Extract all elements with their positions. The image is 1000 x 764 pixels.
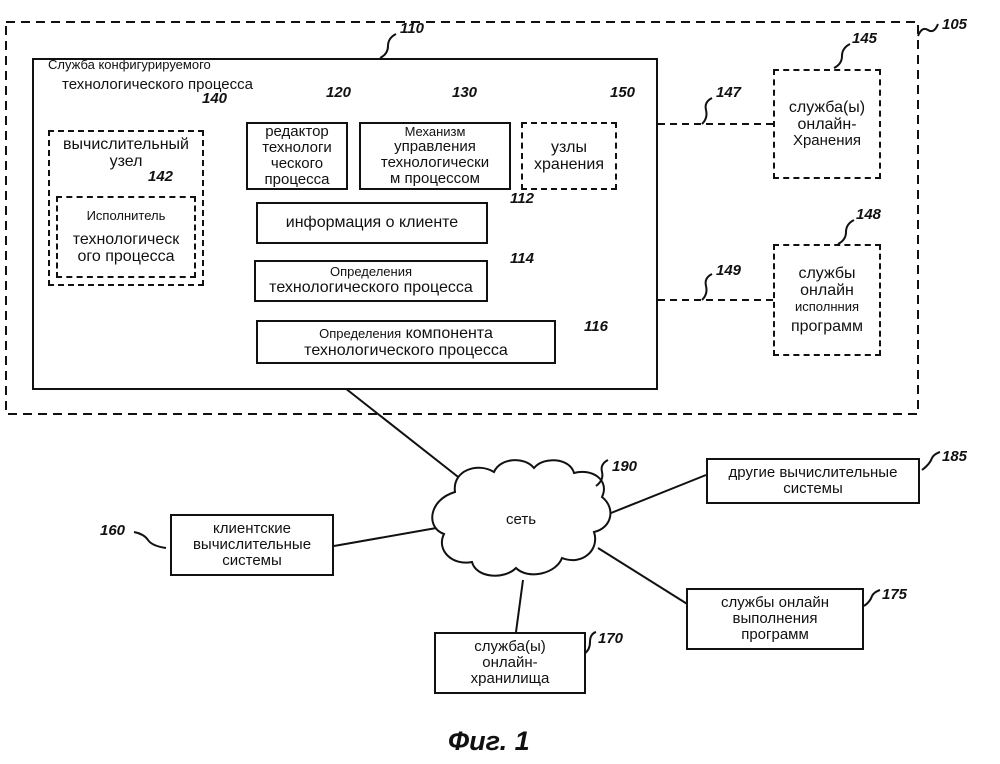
editor-line4: процесса <box>265 172 330 188</box>
online-exec-line1: службы <box>798 265 855 282</box>
online-storage-services-box: служба(ы) онлайн- хранилища <box>434 632 586 694</box>
client-systems-line3: системы <box>222 553 282 569</box>
ref-140: 140 <box>202 90 227 107</box>
component-definitions-line1: Определения компонента <box>319 325 493 342</box>
ref-142: 142 <box>148 168 173 185</box>
ref-150: 150 <box>610 84 635 101</box>
executor-line2: технологическ <box>73 231 180 248</box>
ref-105: 105 <box>942 16 967 33</box>
ref-110: 110 <box>400 20 424 37</box>
editor-line1: редактор <box>265 124 329 140</box>
ref-112: 112 <box>510 190 534 207</box>
figure-caption: Фиг. 1 <box>448 726 530 757</box>
process-engine-box: Механизм управления технологически м про… <box>359 122 511 190</box>
client-info-label: информация о клиенте <box>286 214 458 231</box>
ref-175: 175 <box>882 586 907 603</box>
client-info-box: информация о клиенте <box>256 202 488 244</box>
online-execution-services-box: службы онлайн выполнения программ <box>686 588 864 650</box>
process-definitions-line2: технологического процесса <box>269 279 473 296</box>
executor-line1: Исполнитель <box>87 209 166 223</box>
online-storage-line1: служба(ы) <box>789 99 865 116</box>
exec-services-line3: программ <box>741 627 809 643</box>
online-storage-line2: онлайн- <box>797 116 856 133</box>
other-systems-line1: другие вычислительные <box>729 465 898 481</box>
process-definitions-box: Определения технологического процесса <box>254 260 488 302</box>
online-exec-line3: исполнния <box>795 300 859 314</box>
client-systems-line1: клиентские <box>213 521 291 537</box>
storage-services-network-line <box>516 580 523 632</box>
storage-services-line3: хранилища <box>471 671 550 687</box>
component-definitions-line2: технологического процесса <box>304 342 508 359</box>
compute-node-line1: вычислительный <box>63 136 189 153</box>
other-systems-line2: системы <box>783 481 843 497</box>
leader-185 <box>922 452 940 470</box>
online-storage-line3: Хранения <box>793 133 861 149</box>
online-exec-service-box: службы онлайн исполнния программ <box>773 244 881 356</box>
component-definitions-line1a: Определения <box>319 326 401 341</box>
engine-line2: управления <box>394 139 476 155</box>
service-title-line1: Служба конфигурируемого <box>48 58 211 72</box>
ref-190: 190 <box>612 458 637 475</box>
ref-114: 114 <box>510 250 534 267</box>
engine-line1: Механизм <box>405 125 466 139</box>
ref-185: 185 <box>942 448 967 465</box>
ref-148: 148 <box>856 206 881 223</box>
leader-175 <box>864 590 880 606</box>
ref-147: 147 <box>716 84 741 101</box>
ref-130: 130 <box>452 84 477 101</box>
leader-145 <box>834 44 850 68</box>
engine-line3: технологически <box>381 155 489 171</box>
storage-services-line2: онлайн- <box>482 655 537 671</box>
storage-services-line1: служба(ы) <box>474 639 545 655</box>
service-network-line <box>345 388 462 480</box>
ref-149: 149 <box>716 262 741 279</box>
ref-170: 170 <box>598 630 623 647</box>
storage-nodes-box: узлы хранения <box>521 122 617 190</box>
ref-116: 116 <box>584 318 608 335</box>
storage-nodes-line1: узлы <box>551 139 587 156</box>
process-definitions-line1: Определения <box>330 265 412 279</box>
online-exec-line4: программ <box>791 318 863 335</box>
leader-110 <box>380 34 396 58</box>
process-executor-box: Исполнитель технологическ ого процесса <box>56 196 196 278</box>
ref-160: 160 <box>100 522 125 539</box>
online-storage-service-box: служба(ы) онлайн- Хранения <box>773 69 881 179</box>
leader-149 <box>702 274 712 300</box>
editor-line3: ческого <box>271 156 323 172</box>
leader-147 <box>702 98 712 124</box>
other-computing-systems-box: другие вычислительные системы <box>706 458 920 504</box>
component-definitions-box: Определения компонента технологического … <box>256 320 556 364</box>
compute-node-line2: узел <box>110 153 143 170</box>
online-exec-line2: онлайн <box>800 282 854 299</box>
leader-148 <box>838 220 854 244</box>
exec-services-line2: выполнения <box>732 611 817 627</box>
exec-services-line1: службы онлайн <box>721 595 829 611</box>
client-systems-line2: вычислительные <box>193 537 311 553</box>
leader-160 <box>134 532 166 548</box>
network-label: сеть <box>506 512 536 529</box>
engine-line4: м процессом <box>390 171 480 187</box>
client-network-line <box>334 527 442 546</box>
editor-line2: технологи <box>262 140 332 156</box>
ref-120: 120 <box>326 84 351 101</box>
leader-105 <box>918 24 938 36</box>
component-definitions-line1b: компонента <box>406 325 493 342</box>
exec-services-network-line <box>598 548 700 612</box>
ref-145: 145 <box>852 30 877 47</box>
storage-nodes-line2: хранения <box>534 156 604 173</box>
other-systems-network-line <box>606 475 706 515</box>
executor-line3: ого процесса <box>78 248 175 265</box>
process-editor-box: редактор технологи ческого процесса <box>246 122 348 190</box>
client-computing-systems-box: клиентские вычислительные системы <box>170 514 334 576</box>
